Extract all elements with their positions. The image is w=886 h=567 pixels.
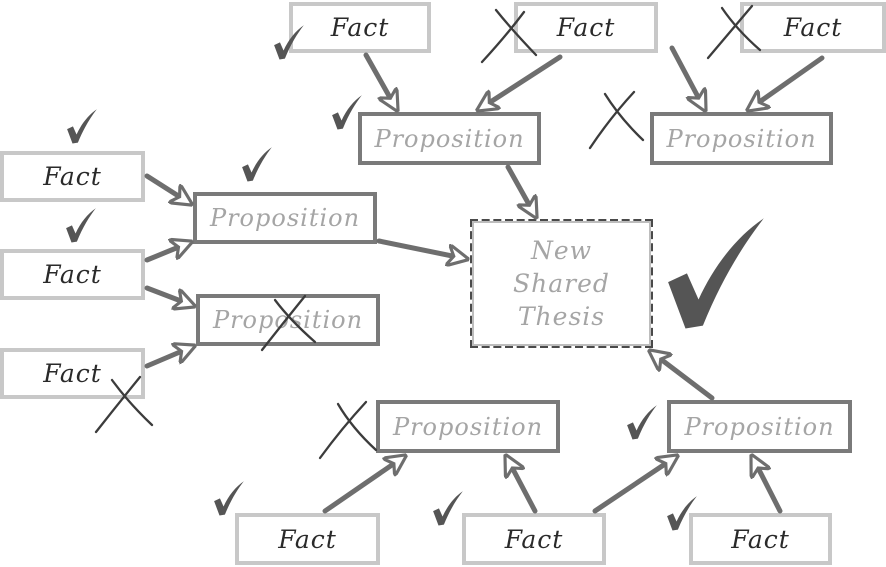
arrow-fact-top-2-to-proposition-top-1 [478, 54, 563, 110]
fact-top-2: Fact [514, 2, 658, 53]
proposition-top-2: Proposition [650, 112, 833, 165]
fact-bottom-1: Fact [235, 513, 380, 565]
fact-bottom-3: Fact [689, 513, 832, 565]
fact-label: Fact [556, 13, 616, 42]
arrow-proposition-bottom-2-to-thesis [650, 351, 715, 401]
fact-label: Fact [504, 524, 564, 554]
arrow-fact-bottom-2-to-proposition-bottom-1 [506, 456, 538, 514]
thesis-text: New Shared Thesis [513, 234, 610, 333]
check-mark-icon [214, 481, 244, 516]
proposition-label: Proposition [374, 124, 525, 153]
proposition-label: Proposition [666, 124, 817, 153]
cross-mark-icon [318, 400, 378, 460]
fact-left-1: Fact [0, 151, 145, 202]
arrow-fact-bottom-3-to-proposition-bottom-2 [752, 456, 783, 514]
cross-mark-icon [588, 90, 645, 150]
fact-left-3: Fact [0, 348, 145, 399]
check-mark-icon [66, 208, 96, 243]
arrow-proposition-left-1-to-thesis [376, 238, 467, 259]
thesis-line-2: Shared [513, 269, 610, 298]
arrow-fact-left-2-to-proposition-left-2 [144, 285, 194, 306]
fact-label: Fact [43, 359, 102, 388]
fact-label: Fact [278, 524, 337, 554]
proposition-bottom-2: Proposition [667, 400, 852, 453]
arrow-fact-bottom-1-to-proposition-bottom-1 [322, 456, 405, 514]
proposition-left-1: Proposition [193, 192, 377, 244]
proposition-label: Proposition [209, 204, 361, 232]
arrow-fact-left-2-to-proposition-left-1 [144, 242, 191, 263]
fact-label: Fact [731, 524, 790, 554]
fact-top-3: Fact [740, 2, 886, 53]
check-mark-icon [242, 147, 272, 182]
new-shared-thesis: New Shared Thesis [470, 219, 653, 348]
proposition-bottom-1: Proposition [376, 400, 560, 453]
fact-left-2: Fact [0, 249, 145, 300]
check-mark-icon [627, 405, 657, 440]
arrow-fact-bottom-2-to-proposition-bottom-2 [592, 456, 677, 514]
arrow-proposition-top-1-to-thesis [505, 164, 536, 217]
arrow-fact-top-2-to-proposition-top-2 [669, 45, 705, 110]
thesis-line-3: Thesis [517, 302, 606, 331]
proposition-label: Proposition [212, 306, 364, 334]
fact-label: Fact [783, 13, 843, 42]
arrow-fact-top-3-to-proposition-top-2 [748, 55, 825, 110]
thesis-line-1: New [530, 236, 593, 265]
fact-label: Fact [43, 260, 102, 289]
arrow-fact-top-1-to-proposition-top-1 [363, 52, 397, 110]
check-mark-icon [67, 109, 97, 144]
check-mark-icon [433, 491, 463, 526]
fact-label: Fact [43, 162, 102, 191]
proposition-label: Proposition [392, 412, 544, 441]
fact-top-1: Fact [289, 2, 431, 53]
proposition-top-1: Proposition [358, 112, 541, 165]
proposition-label: Proposition [684, 412, 835, 441]
arrow-fact-left-3-to-proposition-left-2 [144, 346, 194, 369]
proposition-left-2: Proposition [196, 294, 380, 346]
fact-label: Fact [330, 13, 390, 42]
arrow-fact-left-1-to-proposition-left-1 [144, 173, 191, 204]
check-mark-icon-large [668, 218, 764, 329]
fact-bottom-2: Fact [462, 513, 606, 565]
